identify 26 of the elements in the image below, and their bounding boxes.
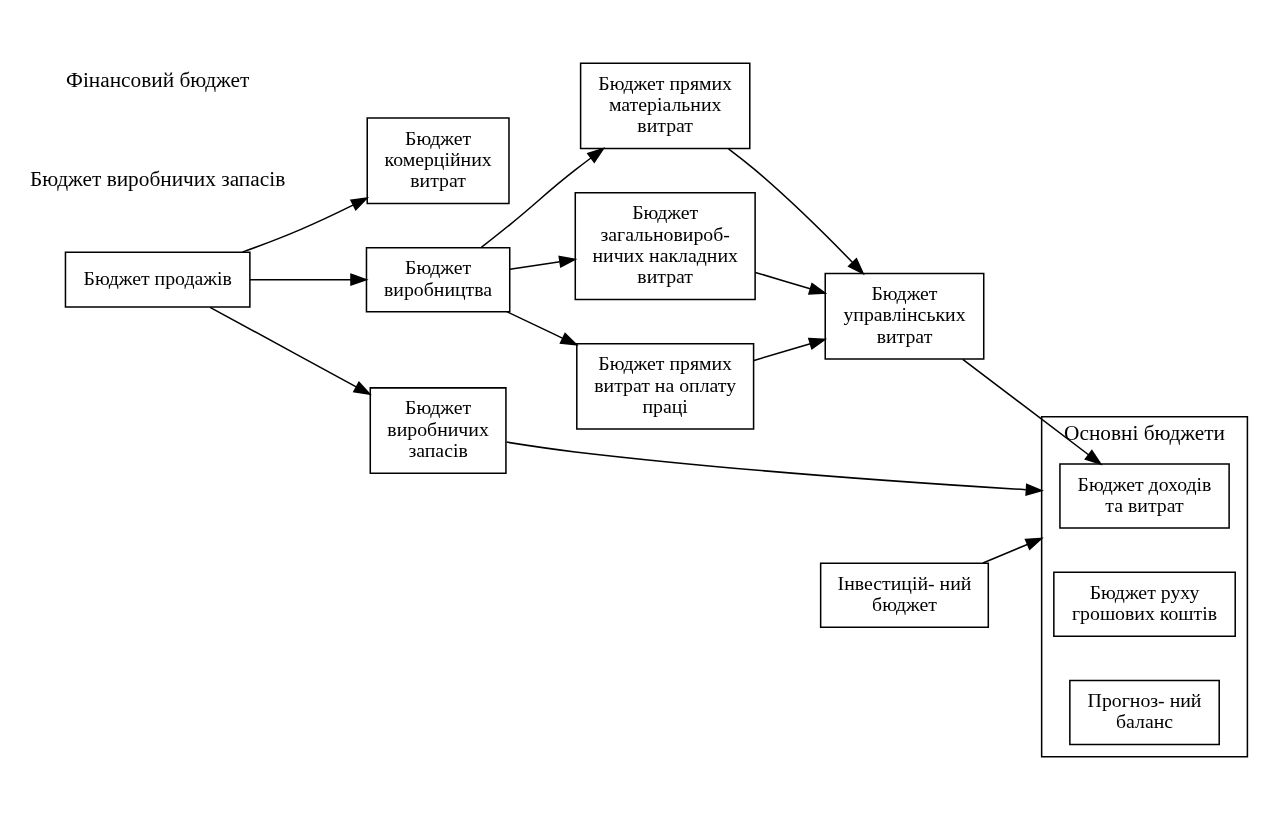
label: Бюджет виробничих запасів: [30, 167, 286, 192]
node-box: Бюджет прямих матеріальних витрат: [579, 62, 751, 150]
arrow: [509, 255, 578, 270]
arrow: [754, 271, 828, 295]
node-box: Бюджет доходів та витрат: [1059, 463, 1230, 529]
arrow: [209, 306, 372, 396]
node-box: Бюджет прямих витрат на оплату праці: [576, 342, 755, 430]
arrow: [506, 310, 579, 346]
arrow: [249, 273, 369, 287]
node-box: Бюджет комерційних витрат: [366, 117, 510, 205]
node-box: Бюджет виробництва: [365, 246, 511, 313]
arrow: [241, 197, 370, 253]
node-box: Бюджет загальновироб- ничих накладних витрат: [574, 192, 756, 301]
node-box: Прогноз- ний баланс: [1069, 679, 1220, 746]
label: Фінансовий бюджет: [66, 68, 250, 93]
arrow: [962, 358, 1103, 466]
arrow: [753, 337, 828, 362]
arrow: [505, 441, 1044, 497]
node-box: Бюджет управлінських витрат: [824, 272, 985, 360]
arrow: [727, 148, 865, 276]
arrow: [480, 147, 606, 249]
node-box: Інвестицій- ний бюджет: [819, 562, 990, 628]
node-box: Бюджет виробничих запасів: [369, 387, 507, 474]
node-box: Бюджет руху грошових коштів: [1053, 571, 1236, 638]
arrow: [982, 537, 1044, 564]
node-box: Бюджет продажів: [64, 251, 251, 308]
